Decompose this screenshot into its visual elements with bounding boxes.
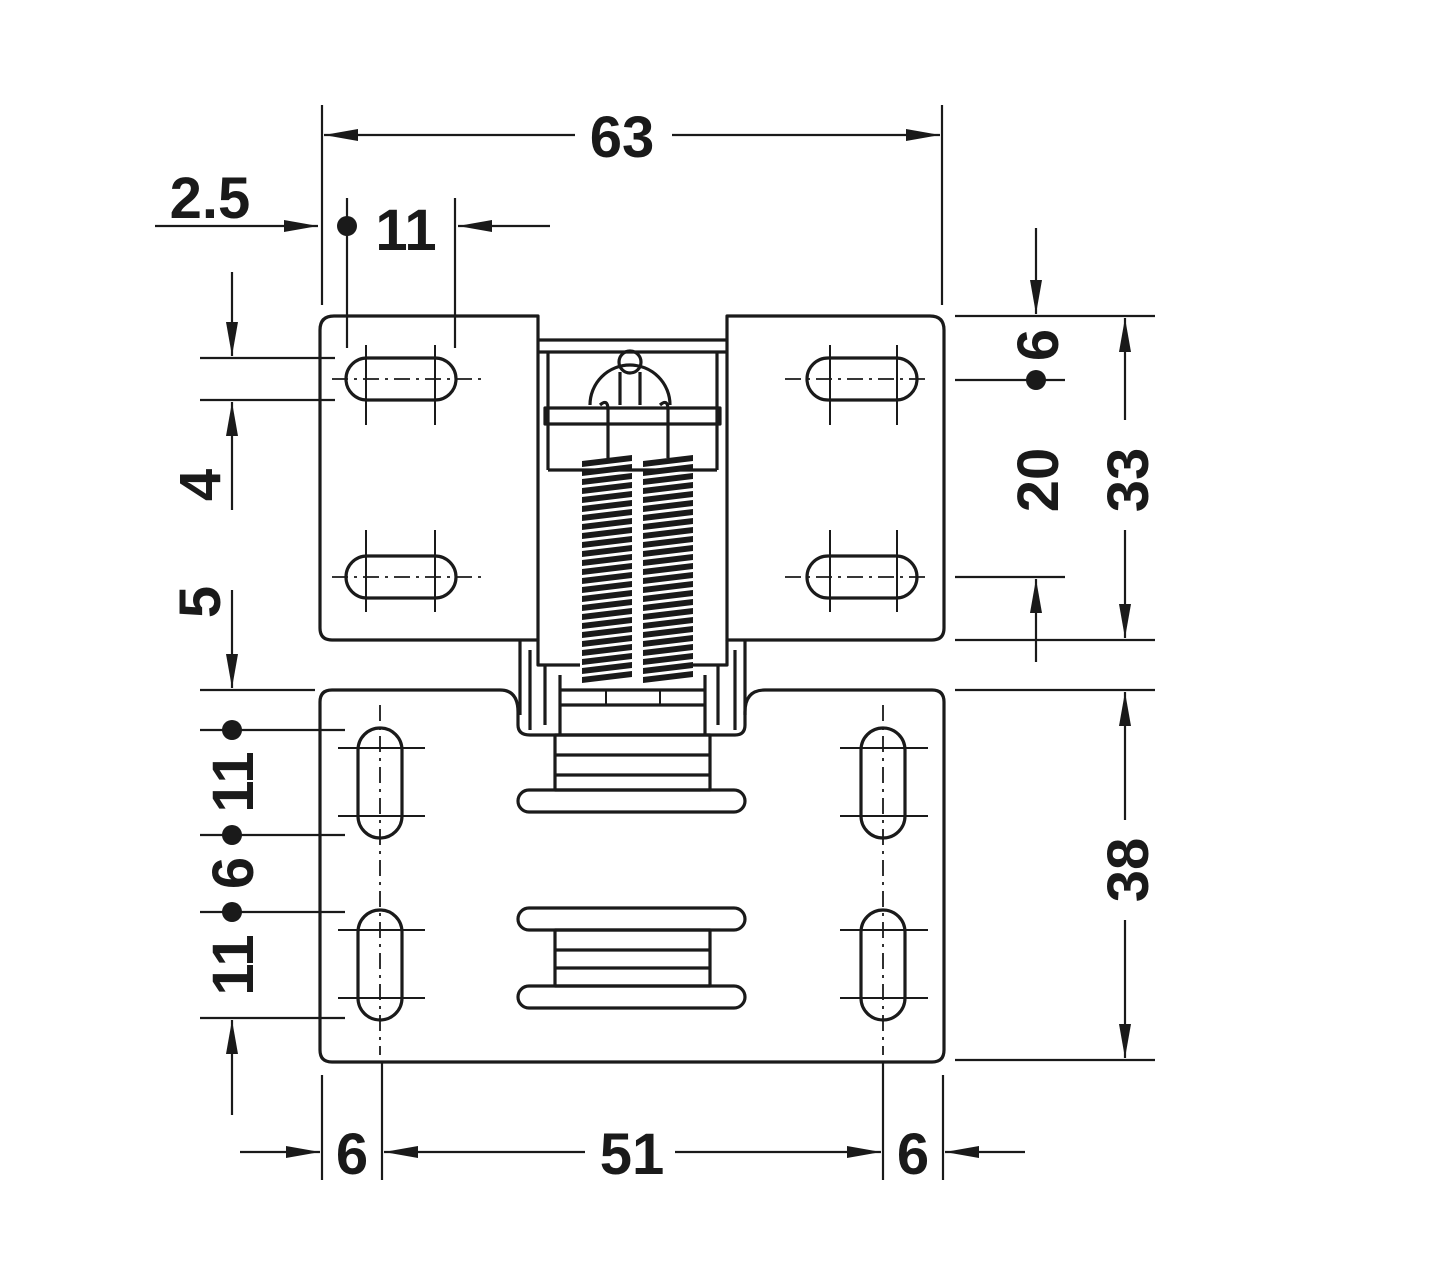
dim-4: 4 (168, 469, 233, 501)
dim-33: 33 (1096, 448, 1161, 513)
dim-6-left: 6 (336, 1122, 368, 1187)
dim-6-gap: 6 (201, 857, 266, 889)
springs (582, 455, 693, 683)
dim-11-top: 11 (375, 198, 436, 263)
dim-2-5: 2.5 (170, 166, 251, 231)
bottom-plate (318, 688, 946, 1064)
dim-63: 63 (590, 105, 655, 170)
dim-6-right-bottom: 6 (897, 1122, 929, 1187)
spring-coil-1 (582, 455, 632, 683)
dimension-labels: 63 2.5 11 6 20 33 38 4 5 11 6 11 6 51 6 (168, 105, 1161, 1187)
dim-51: 51 (600, 1122, 665, 1187)
spring-coil-2 (643, 455, 693, 683)
top-right-plate (725, 314, 946, 642)
dim-11-upper: 11 (201, 751, 266, 812)
dim-38: 38 (1096, 838, 1161, 903)
dim-11-lower: 11 (201, 934, 266, 995)
top-left-plate (318, 314, 540, 642)
dim-20: 20 (1006, 448, 1071, 513)
dim-6-right: 6 (1006, 329, 1071, 361)
spring-mechanism (518, 338, 747, 735)
dim-5: 5 (168, 586, 233, 618)
dimension-lines (155, 105, 1155, 1180)
